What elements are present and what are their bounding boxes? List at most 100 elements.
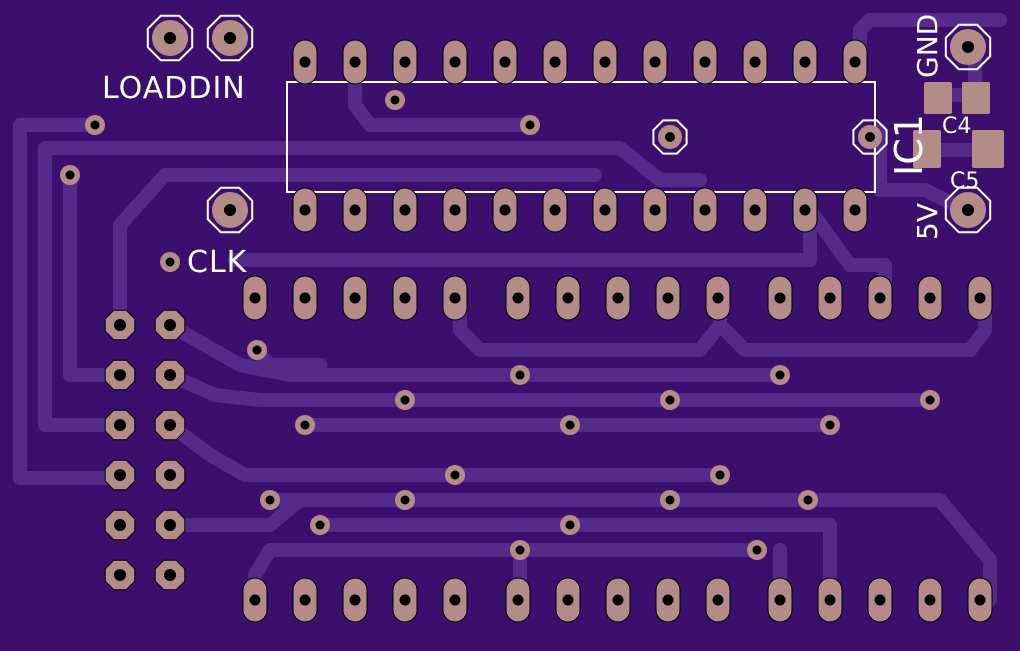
- trace: [263, 493, 997, 607]
- ic1-pin-top: [742, 39, 768, 85]
- loaddin-pad-2: [206, 14, 254, 62]
- header-pin-upper: [967, 275, 993, 321]
- via: [660, 490, 680, 510]
- header-pin-upper: [392, 275, 418, 321]
- via: [920, 390, 940, 410]
- ic1-pin-top: [792, 39, 818, 85]
- ic1-pin-bottom: [492, 187, 518, 233]
- via: [710, 465, 730, 485]
- via-layer: [60, 90, 940, 560]
- header-pin-lower: [917, 577, 943, 623]
- left-connector-pin: [104, 559, 136, 591]
- left-connector-pin: [154, 459, 186, 491]
- ic1-pin-top: [442, 39, 468, 85]
- ic1-pin-bottom: [292, 187, 318, 233]
- trace: [873, 123, 972, 217]
- ic1-pin-top: [842, 39, 868, 85]
- left-connector-pin: [154, 359, 186, 391]
- left-connector-pin: [154, 309, 186, 341]
- five-v-label: 5V: [911, 203, 944, 240]
- capacitor-pads: [913, 82, 1004, 168]
- left-connector-pin: [104, 309, 136, 341]
- ic1-pin-bottom: [442, 187, 468, 233]
- ic1-pin-bottom: [642, 187, 668, 233]
- via: [295, 415, 315, 435]
- left-connector-pin: [154, 559, 186, 591]
- trace: [163, 493, 307, 532]
- gnd-label: GND: [911, 14, 944, 78]
- c5-pad-1: [913, 130, 941, 168]
- via: [60, 165, 80, 185]
- ic1-pin-top: [392, 39, 418, 85]
- ic1-pin-bottom: [692, 187, 718, 233]
- trace: [713, 293, 992, 357]
- trace: [163, 368, 937, 407]
- trace: [163, 318, 787, 382]
- ic1-pin-top: [592, 39, 618, 85]
- ic1-pin-top: [342, 39, 368, 85]
- via: [445, 465, 465, 485]
- via: [310, 515, 330, 535]
- via: [560, 515, 580, 535]
- left-connector-pin: [154, 409, 186, 441]
- header-pin-upper: [442, 275, 468, 321]
- header-pin-upper: [705, 275, 731, 321]
- trace: [113, 168, 602, 332]
- via: [395, 390, 415, 410]
- header-pin-lower: [767, 577, 793, 623]
- via: [560, 415, 580, 435]
- header-pin-upper: [605, 275, 631, 321]
- header-pin-lower: [867, 577, 893, 623]
- via: [820, 415, 840, 435]
- header-pin-upper: [292, 275, 318, 321]
- ic1-label: IC1: [887, 114, 931, 176]
- ic1-pin-bottom: [342, 187, 368, 233]
- trace: [38, 141, 707, 187]
- pad-layer: [104, 14, 993, 623]
- header-pin-lower: [817, 577, 843, 623]
- clk-label: CLK: [187, 245, 248, 280]
- left-connector-pin: [104, 509, 136, 541]
- header-pin-upper: [342, 275, 368, 321]
- header-pin-lower: [967, 577, 993, 623]
- via: [510, 365, 530, 385]
- ic1-pin-bottom: [792, 187, 818, 233]
- trace: [38, 141, 127, 432]
- trace: [163, 418, 727, 482]
- header-pin-upper: [917, 275, 943, 321]
- left-connector-pin: [154, 509, 186, 541]
- via: [660, 390, 680, 410]
- trace: [13, 118, 127, 485]
- left-connector-pin: [104, 409, 136, 441]
- five-v-pad: [944, 186, 992, 234]
- header-pin-lower: [705, 577, 731, 623]
- via: [247, 340, 267, 360]
- left-connector-pin: [104, 459, 136, 491]
- via: [520, 115, 540, 135]
- ic1-pin-bottom: [742, 187, 768, 233]
- ic1-pin-bottom: [592, 187, 618, 233]
- left-connector-pin: [104, 359, 136, 391]
- ic1-pin-bottom: [392, 187, 418, 233]
- header-pin-upper: [505, 275, 531, 321]
- c4-pad-1: [924, 82, 952, 114]
- c4-label: C4: [942, 114, 971, 139]
- via: [385, 90, 405, 110]
- header-pin-upper: [555, 275, 581, 321]
- ic1-pin-top: [692, 39, 718, 85]
- trace-layer: [13, 13, 1007, 607]
- ic1-center-pad: [652, 119, 688, 155]
- c4-pad-2: [962, 82, 990, 114]
- via: [260, 490, 280, 510]
- header-pin-lower: [242, 577, 268, 623]
- ic1-pin-top: [642, 39, 668, 85]
- ic1-pin-bottom: [842, 187, 868, 233]
- via: [770, 365, 790, 385]
- header-pin-lower: [292, 577, 318, 623]
- trace: [63, 168, 127, 382]
- via: [798, 490, 818, 510]
- via: [747, 540, 767, 560]
- header-pin-upper: [655, 275, 681, 321]
